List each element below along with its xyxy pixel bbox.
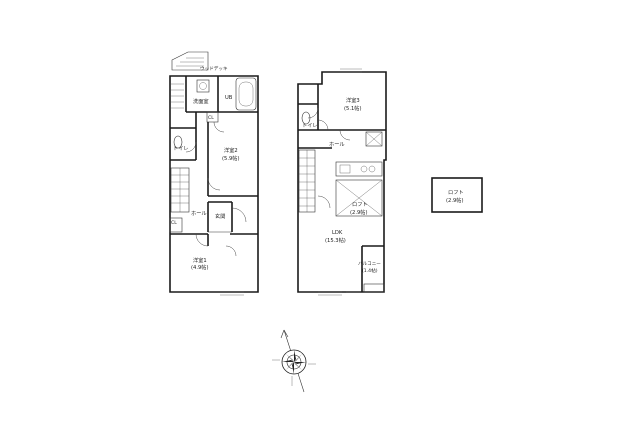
room-3: 洋室3 (5.1帖) [317,68,386,131]
kitchen [335,161,383,177]
first-floor-outer-wall [169,75,259,293]
storage-room3 [365,131,383,147]
room-1: 洋室1 (4.9帖) [170,233,258,271]
ub-label: UB [225,95,233,101]
washroom: 洗面室 [185,76,258,113]
compass-rose-icon [272,329,316,393]
toilet-bowl [173,135,183,149]
washbasin [196,79,210,93]
room1-name: 洋室1 [193,256,207,264]
hall-1f: ホール [191,210,207,217]
washroom-label: 洗面室 [193,97,209,105]
unit-bath: UB [225,77,257,111]
loft-plan-outline [431,177,483,213]
room-2: 洋室2 (5.9帖) [207,121,258,197]
toilet-1f-label: トイレ [173,146,189,152]
balcony: バルコニー (1.4帖) [358,245,385,293]
ldk-name: LDK [332,230,343,236]
hall-2f: ホール [298,129,351,149]
loft-2f-name: ロフト [352,201,368,208]
balcony-name: バルコニー [358,261,381,267]
stairs-lower [170,167,190,213]
cl-top-label: CL [208,115,214,121]
loft-plan-area: (2.9帖) [446,196,464,204]
room2-area: (5.9帖) [222,154,240,162]
ldk: LDK (15.3帖) [318,230,360,296]
entrance: 玄関 [207,201,247,233]
ldk-area: (15.3帖) [325,236,346,244]
second-floor-plan: 洋室3 (5.1帖) トイレ ホール [297,68,387,296]
wood-deck-label: ウッドデッキ [200,65,228,72]
room1-area: (4.9帖) [191,263,209,271]
entrance-label: 玄関 [215,212,225,220]
wood-deck: ウッドデッキ [171,51,228,72]
balcony-area: (1.4帖) [362,267,378,274]
room3-area: (5.1帖) [344,104,362,112]
loft-plan: ロフト (2.9帖) [431,177,483,213]
stairs-2f [298,149,331,213]
toilet-2f: トイレ [298,103,319,131]
room3-name: 洋室3 [346,96,360,104]
loft-2f: ロフト (2.9帖) [335,179,383,217]
toilet-2f-label: トイレ [302,123,318,129]
closet-bottom: CL [169,217,183,233]
kitchen-counter [335,161,383,177]
stairs-upper [171,83,184,109]
hall-1f-label: ホール [191,210,207,217]
loft-2f-area: (2.9帖) [350,208,368,216]
cl-bottom-label: CL [171,220,177,226]
first-floor-plan: ウッドデッキ 洗面室 UB CL [169,51,259,296]
hall-2f-label: ホール [329,141,345,148]
toilet-1f: トイレ [170,112,197,161]
sink [339,164,351,174]
closet-top: CL [206,111,219,123]
loft-plan-name: ロフト [448,189,464,196]
room2-name: 洋室2 [224,146,238,154]
bathtub [235,77,257,111]
